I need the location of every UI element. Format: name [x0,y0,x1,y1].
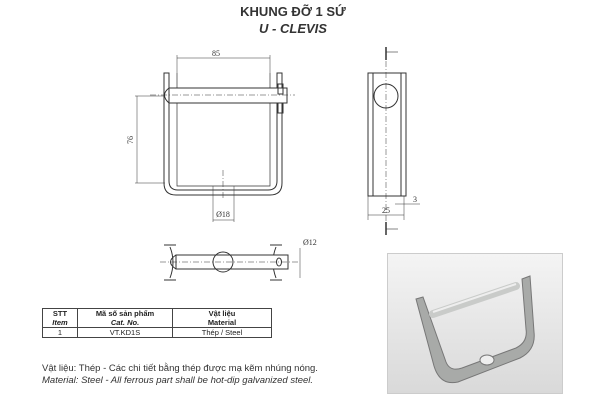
top-view [160,244,301,281]
clevis-photo-image [415,275,535,384]
note-vi: Vật liệu: Thép - Các chi tiết bằng thép … [42,363,318,374]
table-row: 1 VT.KD1S Thép / Steel [42,327,272,338]
dim-width: 85 [212,49,220,58]
cell-cat-no: VT.KD1S [77,327,173,338]
dim-depth: 25 [382,206,390,215]
dim-thickness: 3 [413,195,417,204]
cell-material: Thép / Steel [172,327,272,338]
side-view [367,47,420,235]
front-view [135,55,295,222]
title: KHUNG ĐỠ 1 SỨ [240,4,346,19]
dim-hole: Ø18 [216,210,230,219]
cell-item: 1 [42,327,78,338]
dim-height: 76 [126,136,135,144]
subtitle: U - CLEVIS [259,21,327,36]
dim-pin: Ø12 [303,238,317,247]
note-en: Material: Steel - All ferrous part shall… [42,375,314,386]
product-photo [387,253,563,394]
technical-drawing: 85 76 Ø18 Ø12 25 3 [126,47,420,281]
